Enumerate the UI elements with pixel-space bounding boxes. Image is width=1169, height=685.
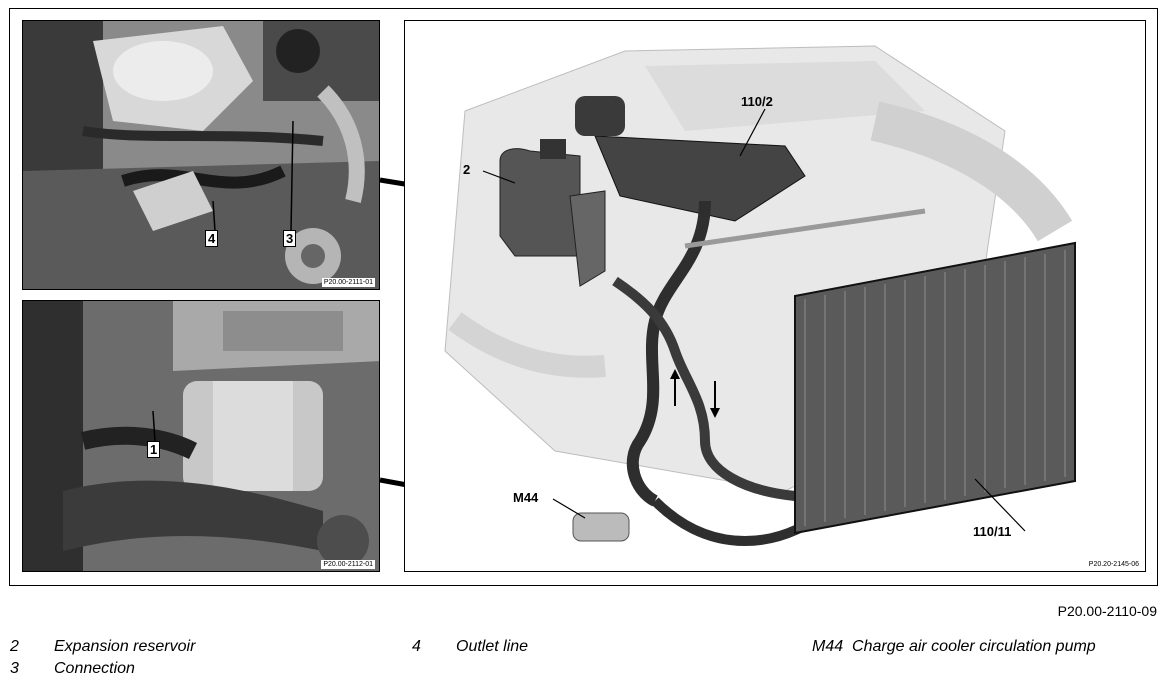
- label-110-2: 110/2: [741, 94, 773, 109]
- engine-bay-photo-top-image: [23, 21, 379, 289]
- callout-3: 3: [283, 230, 297, 247]
- callout-4: 4: [205, 230, 219, 247]
- bottom-photo-code: P20.00-2112-01: [321, 560, 375, 569]
- diagram-code: P20.20-2145-06: [1086, 560, 1141, 569]
- engine-bay-photo-bottom: 1 P20.00-2112-01: [22, 300, 380, 572]
- cooling-circuit-illustration: [444, 45, 1076, 547]
- label-M44: M44: [513, 490, 539, 505]
- top-photo-code: P20.00-2111-01: [321, 278, 375, 287]
- label-110-11: 110/11: [973, 524, 1012, 539]
- cooling-circuit-diagram: 2 110/2 M44 110/11 P20.20-2145-06: [404, 20, 1146, 572]
- engine-bay-photo-bottom-image: [23, 301, 379, 571]
- label-2: 2: [463, 162, 471, 177]
- callout-1: 1: [147, 441, 161, 458]
- legend-item: M44 Charge air cooler circulation pump: [812, 638, 1096, 655]
- figure-reference: P20.00-2110-09: [1057, 603, 1157, 619]
- engine-bay-photo-top: 4 3 P20.00-2111-01: [22, 20, 380, 290]
- legend-column-3: M44 Charge air cooler circulation pump: [812, 636, 1096, 658]
